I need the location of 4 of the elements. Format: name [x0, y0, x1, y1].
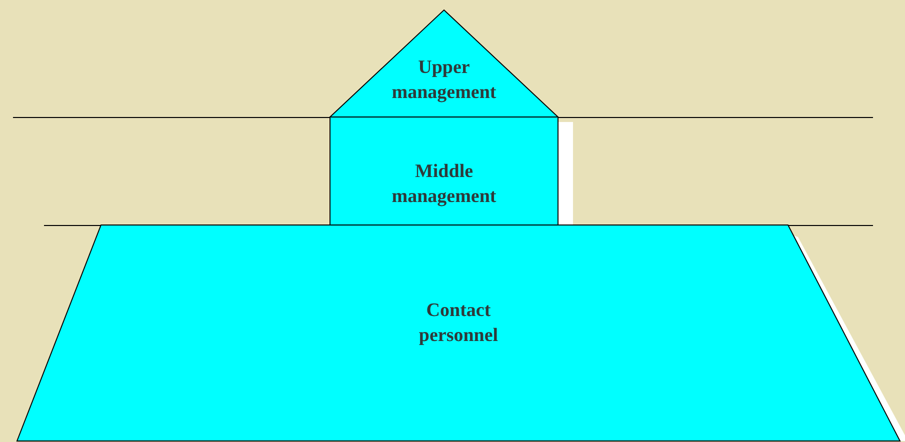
- tier-label: Upper management: [390, 56, 498, 105]
- tier-label: Middle management: [390, 160, 498, 209]
- tier-label: Contact personnel: [418, 299, 500, 348]
- tier-shape: [330, 10, 558, 117]
